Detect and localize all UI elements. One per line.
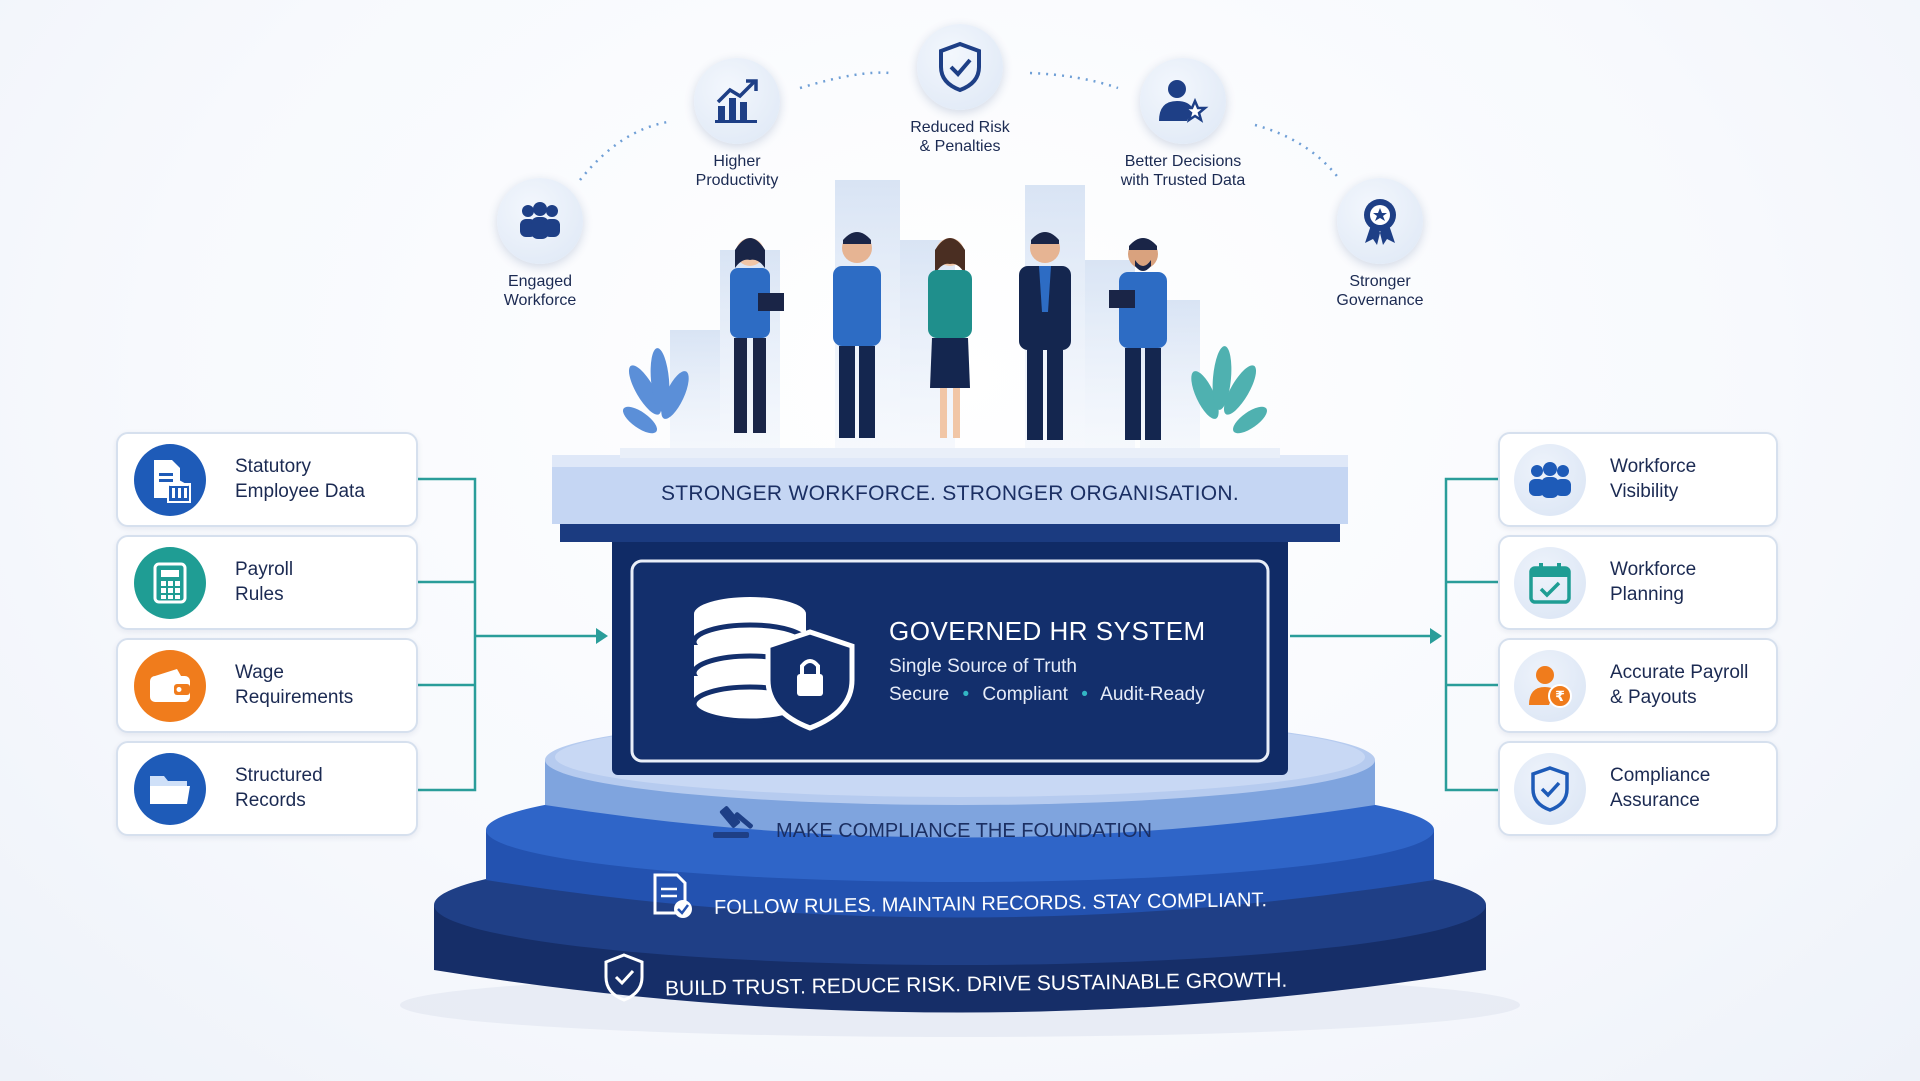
calculator-icon — [134, 547, 206, 619]
document-bank-icon — [134, 444, 206, 516]
system-subtitle: Single Source of Truth — [889, 656, 1077, 677]
card-label: Payroll Rules — [235, 559, 294, 605]
input-card-statutory-employee-data: Statutory Employee Data — [116, 432, 418, 527]
wallet-icon — [134, 650, 206, 722]
tier1-label: MAKE COMPLIANCE THE FOUNDATION — [776, 820, 1152, 842]
plant-left — [622, 348, 689, 434]
connector-left — [415, 477, 598, 792]
benefit-stronger-governance: Stronger Governance — [1270, 178, 1490, 310]
benefit-reduced-risk: Reduced Risk & Penalties — [850, 24, 1070, 156]
shield-check-icon — [1514, 753, 1586, 825]
tag-dot: • — [962, 684, 970, 705]
benefit-label: Higher Productivity — [695, 153, 779, 189]
chart-up-icon — [694, 58, 780, 144]
benefit-higher-productivity: Higher Productivity — [627, 58, 847, 190]
benefit-engaged-workforce: Engaged Workforce — [430, 178, 650, 310]
card-label: Structured Records — [235, 765, 323, 811]
business-people — [730, 232, 1167, 440]
calendar-check-icon — [1514, 547, 1586, 619]
top-plate — [552, 448, 1348, 542]
benefit-label: Better Decisions with Trusted Data — [1120, 153, 1246, 189]
plant-right — [1191, 346, 1268, 434]
user-star-icon — [1140, 58, 1226, 144]
output-card-workforce-visibility: Workforce Visibility — [1498, 432, 1778, 527]
people-icon — [497, 178, 583, 264]
tag-dot: • — [1081, 684, 1088, 705]
card-label: Accurate Payroll & Payouts — [1610, 662, 1749, 708]
rupee-user-icon: ₹ — [1514, 650, 1586, 722]
output-card-accurate-payroll: ₹ Accurate Payroll & Payouts — [1498, 638, 1778, 733]
award-badge-icon — [1337, 178, 1423, 264]
benefit-arc — [579, 120, 669, 181]
input-card-payroll-rules: Payroll Rules — [116, 535, 418, 630]
database-shield-icon — [691, 597, 855, 731]
folder-icon — [134, 753, 206, 825]
gavel-icon — [713, 806, 753, 838]
connector-right — [1290, 477, 1500, 792]
svg-text:₹: ₹ — [1555, 689, 1565, 705]
input-card-wage-requirements: Wage Requirements — [116, 638, 418, 733]
card-label: Statutory Employee Data — [235, 456, 365, 502]
benefit-better-decisions: Better Decisions with Trusted Data — [1073, 58, 1293, 190]
document-check-icon — [653, 873, 692, 918]
arrow-left — [596, 628, 608, 644]
tag-compliant: Compliant — [982, 684, 1068, 705]
top-banner: STRONGER WORKFORCE. STRONGER ORGANISATIO… — [660, 482, 1240, 505]
card-label: Wage Requirements — [235, 662, 354, 708]
shield-check-icon — [917, 24, 1003, 110]
team-icon — [1514, 444, 1586, 516]
arrow-right — [1430, 628, 1442, 644]
benefit-label: Stronger Governance — [1336, 273, 1424, 309]
benefit-label: Reduced Risk & Penalties — [910, 119, 1010, 155]
card-label: Workforce Planning — [1610, 559, 1697, 605]
system-tags: Secure • Compliant • Audit-Ready — [889, 684, 1205, 706]
input-card-structured-records: Structured Records — [116, 741, 418, 836]
card-label: Compliance Assurance — [1610, 765, 1711, 811]
output-card-compliance-assurance: Compliance Assurance — [1498, 741, 1778, 836]
benefit-label: Engaged Workforce — [503, 273, 577, 309]
tag-secure: Secure — [889, 684, 950, 705]
card-label: Workforce Visibility — [1610, 456, 1697, 502]
system-title: GOVERNED HR SYSTEM — [889, 616, 1206, 646]
output-card-workforce-planning: Workforce Planning — [1498, 535, 1778, 630]
tag-audit-ready: Audit-Ready — [1100, 684, 1205, 705]
shield-check-icon — [604, 953, 644, 1002]
